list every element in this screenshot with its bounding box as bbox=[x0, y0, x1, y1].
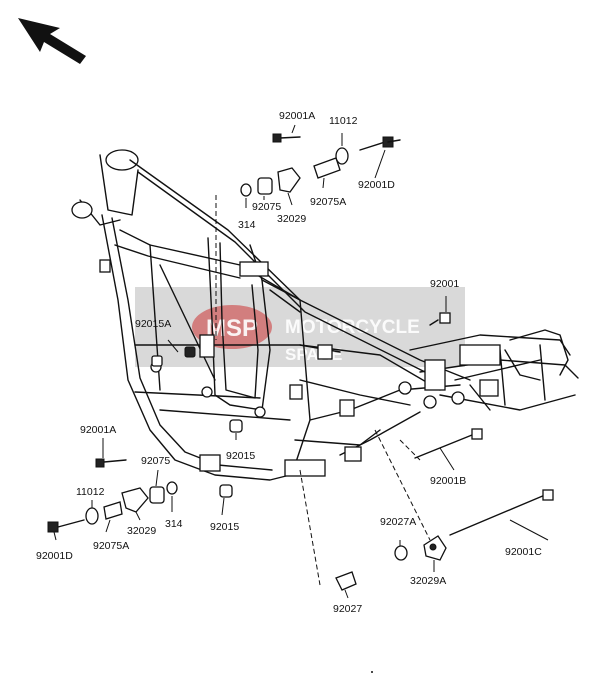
watermark-top: MOTORCYCLE bbox=[285, 317, 420, 338]
label-11012-left: 11012 bbox=[76, 486, 105, 498]
motorcycle-frame bbox=[71, 149, 579, 481]
label-92015-mid: 92015 bbox=[226, 450, 255, 462]
label-32029a: 32029A bbox=[410, 575, 446, 587]
label-92001b: 92001B bbox=[430, 475, 466, 487]
label-92027a: 92027A bbox=[380, 516, 416, 528]
front-direction-arrow-icon bbox=[18, 18, 86, 64]
lower-bracket-parts bbox=[335, 535, 447, 591]
label-92075-left: 92075 bbox=[141, 455, 170, 467]
label-92075a-top: 92075A bbox=[310, 196, 346, 208]
upper-mount-parts bbox=[240, 133, 401, 197]
leader-lines bbox=[53, 124, 549, 599]
label-92001d-top: 92001D bbox=[358, 179, 395, 191]
label-92001c: 92001C bbox=[505, 546, 542, 558]
rubber-dampers bbox=[151, 346, 243, 498]
label-314-left: 314 bbox=[165, 518, 183, 530]
label-32029-left: 32029 bbox=[127, 525, 156, 537]
part-labels: 92001A 11012 92001D 92075 314 32029 9207… bbox=[36, 110, 542, 615]
label-92001: 92001 bbox=[430, 278, 459, 290]
label-92075-top: 92075 bbox=[252, 201, 281, 213]
label-92001d-left: 92001D bbox=[36, 550, 73, 562]
watermark-logo: MSP bbox=[206, 315, 258, 342]
label-92001a-left: 92001A bbox=[80, 424, 116, 436]
label-11012-top: 11012 bbox=[329, 115, 358, 127]
lower-left-mount-parts bbox=[47, 458, 178, 533]
label-32029-top: 32029 bbox=[277, 213, 306, 225]
label-92015a: 92015A bbox=[135, 318, 171, 330]
through-bolts bbox=[414, 312, 554, 536]
label-92001a-top: 92001A bbox=[279, 110, 315, 122]
speck-mark bbox=[371, 671, 373, 673]
label-92015-low: 92015 bbox=[210, 521, 239, 533]
label-314-top: 314 bbox=[238, 219, 256, 231]
label-92075a-left: 92075A bbox=[93, 540, 129, 552]
label-92027: 92027 bbox=[333, 603, 362, 615]
